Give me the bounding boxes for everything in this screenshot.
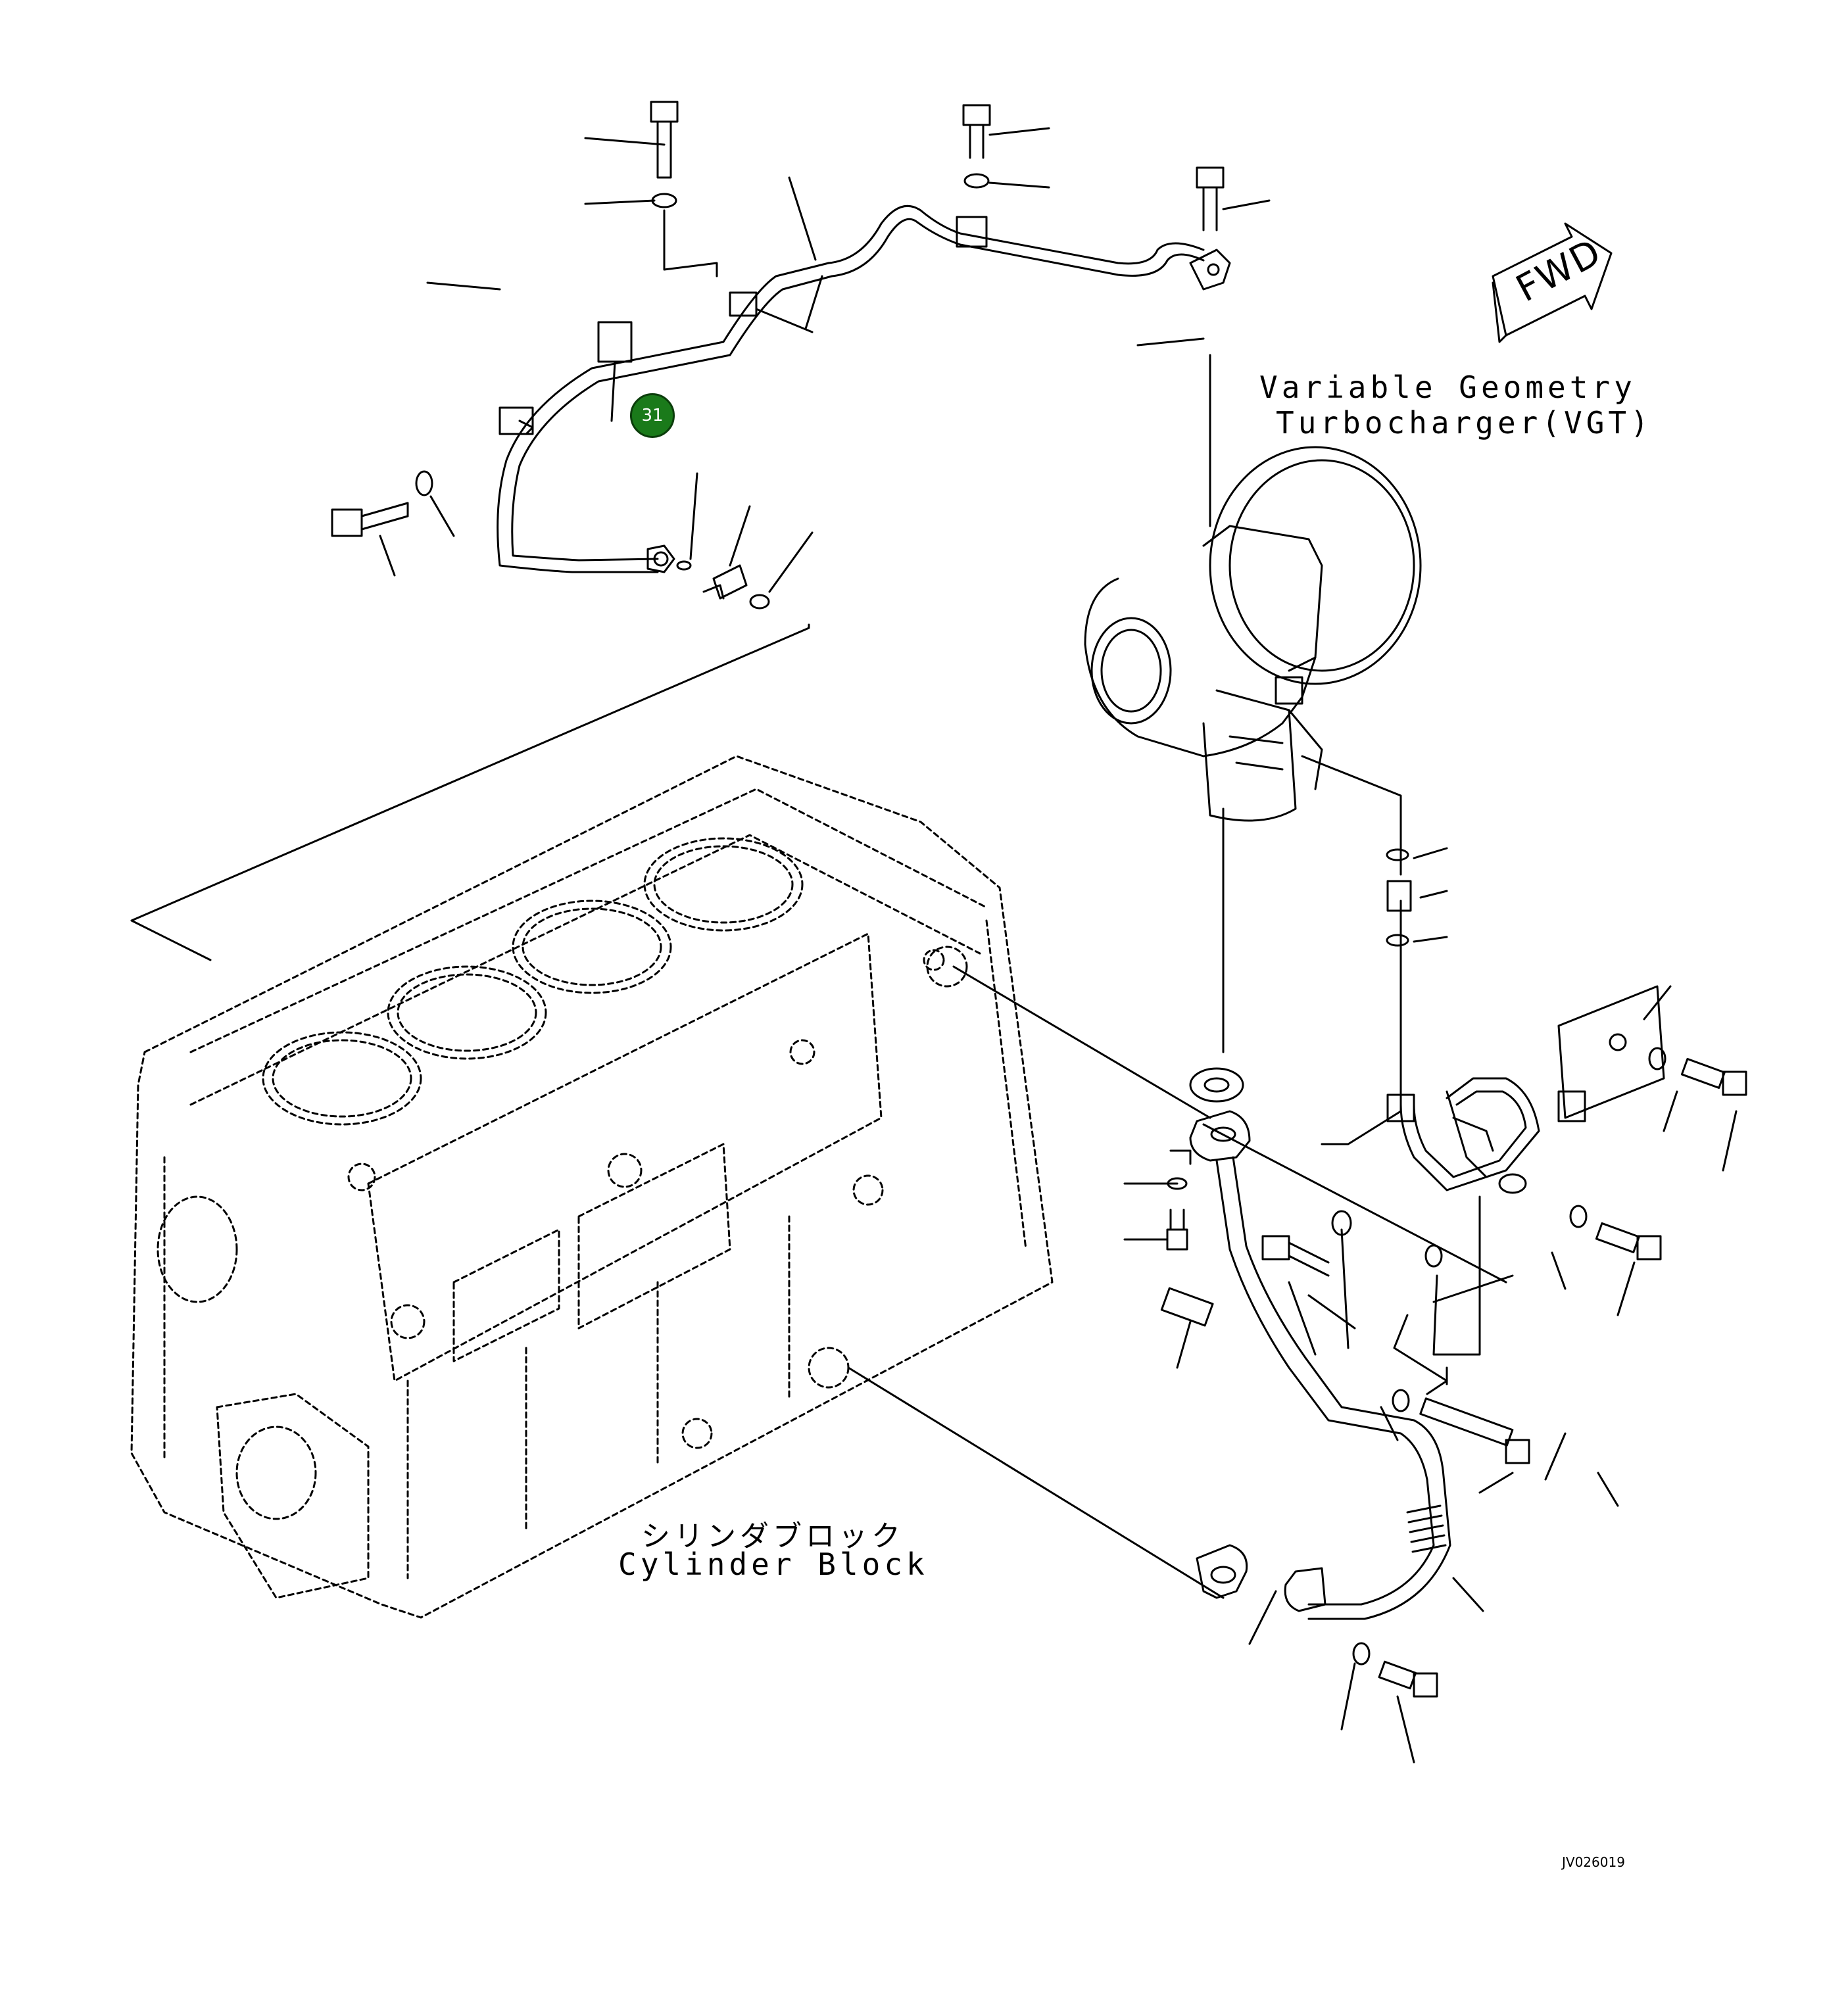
upper-leader-lines [130,127,1271,961]
turbocharger [1084,446,1422,822]
oil-drain-pipe [1169,1067,1451,1620]
cylinder-block-label-en: Cylinder Block [618,1547,929,1582]
vgt-label-line1: Variable Geometry [1259,370,1636,405]
lower-fasteners [1160,1047,1747,1698]
right-bracket [1386,985,1665,1194]
oil-supply-pipe [497,204,1231,573]
cylinder-block-label-jp: シリンダブロック [641,1520,904,1553]
drawing-id: JV026019 [1562,1854,1625,1870]
block-leader-lines [847,965,1507,1599]
turbo-leader-lines [1209,354,1448,1113]
lower-leader-lines [1123,985,1738,1764]
fwd-arrow [1492,222,1613,343]
cylinder-block [130,755,1054,1619]
vgt-label-line2: Turbocharger(VGT) [1276,405,1653,441]
callout-31[interactable]: 31 [630,393,675,438]
upper-bolts [331,101,1225,610]
